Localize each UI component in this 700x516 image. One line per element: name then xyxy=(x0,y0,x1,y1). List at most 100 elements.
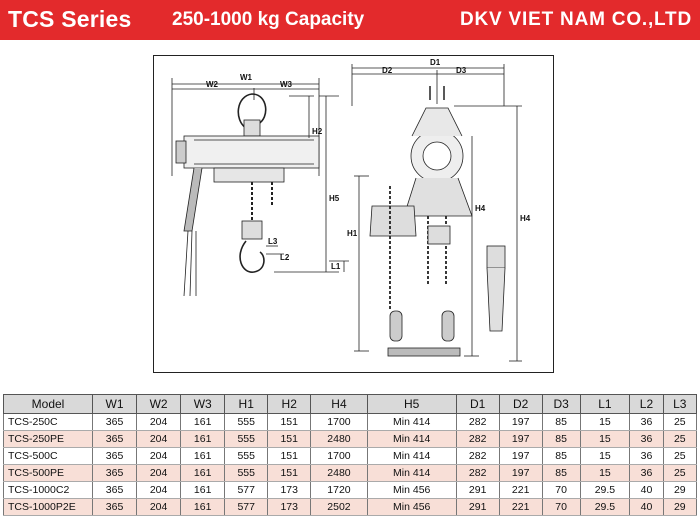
value-cell-h2: 173 xyxy=(267,481,312,499)
column-header-h5: H5 xyxy=(366,394,457,414)
value-cell-l3: 25 xyxy=(662,447,698,465)
value-cell-w1: 365 xyxy=(91,430,138,448)
value-cell-h5: Min 414 xyxy=(366,413,457,431)
value-cell-l2: 36 xyxy=(629,430,664,448)
technical-drawing: W1 W2 W3 H2 H5 L1 L3 L2 D1 D2 D3 H1 H4 H… xyxy=(153,55,554,373)
value-cell-l3: 25 xyxy=(662,430,698,448)
value-cell-h4: 1720 xyxy=(310,481,368,499)
value-cell-h1: 577 xyxy=(224,498,269,516)
value-cell-w1: 365 xyxy=(91,481,138,499)
dim-label-h4-outer: H4 xyxy=(520,214,531,223)
value-cell-h1: 555 xyxy=(224,413,269,431)
value-cell-h5: Min 456 xyxy=(366,481,457,499)
header-banner: TCS Series 250-1000 kg Capacity DKV VIET… xyxy=(0,0,700,40)
capacity-title: 250-1000 kg Capacity xyxy=(172,9,365,30)
value-cell-h1: 577 xyxy=(224,481,269,499)
value-cell-l3: 29 xyxy=(662,498,698,516)
value-cell-l1: 15 xyxy=(579,464,631,482)
value-cell-w1: 365 xyxy=(91,413,138,431)
value-cell-h4: 2502 xyxy=(310,498,368,516)
value-cell-h4: 1700 xyxy=(310,447,368,465)
value-cell-h4: 1700 xyxy=(310,413,368,431)
value-cell-w1: 365 xyxy=(91,498,138,516)
column-header-h2: H2 xyxy=(267,394,312,414)
value-cell-w2: 204 xyxy=(136,464,182,482)
column-header-w2: W2 xyxy=(136,394,182,414)
dim-label-d3: D3 xyxy=(456,66,467,75)
dim-label-w2: W2 xyxy=(206,80,219,89)
dim-label-l2: L2 xyxy=(280,253,290,262)
dim-label-l3: L3 xyxy=(268,237,278,246)
model-cell: TCS-1000C2 xyxy=(3,481,93,499)
series-title: TCS Series xyxy=(8,6,132,32)
dim-label-h4-inner: H4 xyxy=(475,204,486,213)
model-cell: TCS-500C xyxy=(3,447,93,465)
value-cell-w2: 204 xyxy=(136,481,182,499)
column-header-d3: D3 xyxy=(541,394,581,414)
value-cell-d2: 221 xyxy=(498,481,543,499)
dim-label-h2: H2 xyxy=(312,127,323,136)
value-cell-l2: 40 xyxy=(629,481,664,499)
dim-label-w1: W1 xyxy=(240,73,253,82)
column-header-l2: L2 xyxy=(629,394,664,414)
model-cell: TCS-250PE xyxy=(3,430,93,448)
value-cell-w2: 204 xyxy=(136,447,182,465)
company-name: DKV VIET NAM CO.,LTD xyxy=(459,9,692,30)
value-cell-d3: 85 xyxy=(541,430,581,448)
value-cell-l3: 29 xyxy=(662,481,698,499)
value-cell-h1: 555 xyxy=(224,430,269,448)
dim-label-l1: L1 xyxy=(331,262,341,271)
value-cell-d1: 282 xyxy=(455,430,500,448)
value-cell-l2: 40 xyxy=(629,498,664,516)
value-cell-d1: 291 xyxy=(455,481,500,499)
value-cell-l2: 36 xyxy=(629,464,664,482)
value-cell-h1: 555 xyxy=(224,447,269,465)
value-cell-d3: 85 xyxy=(541,447,581,465)
value-cell-h1: 555 xyxy=(224,464,269,482)
value-cell-d3: 70 xyxy=(541,498,581,516)
column-header-l3: L3 xyxy=(662,394,698,414)
value-cell-d3: 85 xyxy=(541,464,581,482)
value-cell-w1: 365 xyxy=(91,464,138,482)
value-cell-l2: 36 xyxy=(629,447,664,465)
value-cell-h5: Min 414 xyxy=(366,430,457,448)
value-cell-w3: 161 xyxy=(180,430,226,448)
column-header-w1: W1 xyxy=(91,394,138,414)
model-cell: TCS-250C xyxy=(3,413,93,431)
value-cell-w3: 161 xyxy=(180,464,226,482)
value-cell-d1: 282 xyxy=(455,447,500,465)
value-cell-l1: 15 xyxy=(579,413,631,431)
value-cell-w2: 204 xyxy=(136,430,182,448)
value-cell-h5: Min 456 xyxy=(366,498,457,516)
value-cell-d3: 70 xyxy=(541,481,581,499)
value-cell-d2: 197 xyxy=(498,430,543,448)
value-cell-l1: 29.5 xyxy=(579,481,631,499)
dim-label-d1: D1 xyxy=(430,58,441,67)
value-cell-w1: 365 xyxy=(91,447,138,465)
column-header-model: Model xyxy=(3,394,93,414)
value-cell-h4: 2480 xyxy=(310,430,368,448)
column-header-h1: H1 xyxy=(224,394,269,414)
dim-label-d2: D2 xyxy=(382,66,393,75)
value-cell-l1: 29.5 xyxy=(579,498,631,516)
value-cell-l3: 25 xyxy=(662,413,698,431)
model-cell: TCS-500PE xyxy=(3,464,93,482)
value-cell-h2: 151 xyxy=(267,430,312,448)
dim-label-h5: H5 xyxy=(329,194,340,203)
dim-label-h1: H1 xyxy=(347,229,358,238)
value-cell-d3: 85 xyxy=(541,413,581,431)
value-cell-l2: 36 xyxy=(629,413,664,431)
column-header-h4: H4 xyxy=(310,394,368,414)
value-cell-d1: 291 xyxy=(455,498,500,516)
value-cell-w2: 204 xyxy=(136,498,182,516)
value-cell-d1: 282 xyxy=(455,464,500,482)
column-header-l1: L1 xyxy=(579,394,631,414)
column-header-d2: D2 xyxy=(498,394,543,414)
column-header-w3: W3 xyxy=(180,394,226,414)
value-cell-l1: 15 xyxy=(579,447,631,465)
